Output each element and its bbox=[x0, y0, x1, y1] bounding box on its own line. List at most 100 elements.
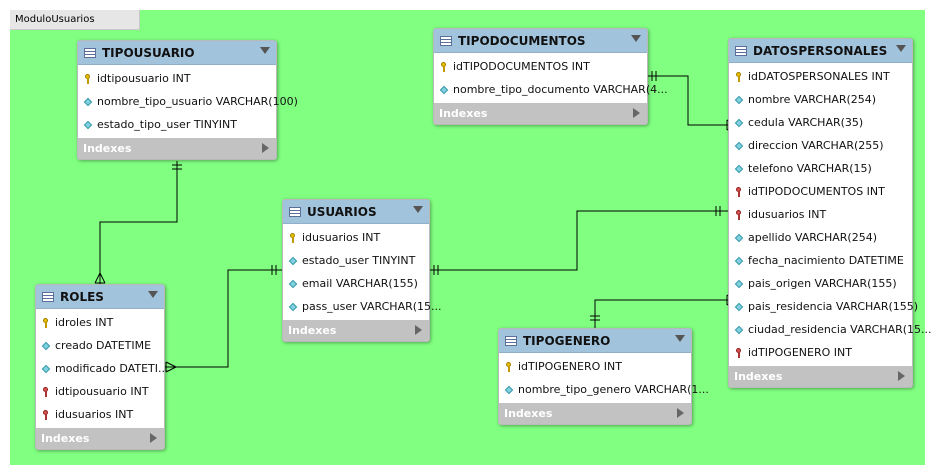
indexes-section[interactable]: Indexes bbox=[36, 428, 164, 449]
indexes-section[interactable]: Indexes bbox=[283, 320, 429, 341]
column-row[interactable]: cedula VARCHAR(35) bbox=[729, 111, 912, 134]
column-icon bbox=[734, 233, 744, 243]
column-row[interactable]: nombre_tipo_documento VARCHAR(4... bbox=[434, 78, 668, 101]
column-row[interactable]: pais_residencia VARCHAR(155) bbox=[729, 295, 918, 318]
column-label: cedula VARCHAR(35) bbox=[748, 116, 864, 129]
rel-tipousuario-roles[interactable] bbox=[99, 161, 178, 284]
column-row[interactable]: idTIPODOCUMENTOS INT bbox=[729, 180, 912, 203]
rel-tipogenero-datospersonales[interactable] bbox=[594, 299, 728, 328]
chevron-down-icon[interactable] bbox=[413, 206, 423, 213]
table-icon bbox=[289, 206, 301, 217]
column-label: nombre_tipo_documento VARCHAR(4... bbox=[453, 83, 668, 96]
column-row[interactable]: idtipousuario INT bbox=[78, 67, 276, 90]
foreign-key-icon bbox=[734, 186, 744, 197]
expand-arrow-icon[interactable] bbox=[415, 325, 422, 335]
column-row[interactable]: apellido VARCHAR(254) bbox=[729, 226, 912, 249]
column-icon bbox=[734, 325, 744, 335]
column-row[interactable]: idusuarios INT bbox=[283, 226, 429, 249]
column-row[interactable]: ciudad_residencia VARCHAR(15... bbox=[729, 318, 932, 341]
column-icon bbox=[734, 279, 744, 289]
column-label: ciudad_residencia VARCHAR(15... bbox=[748, 323, 932, 336]
crow-foot-mark[interactable] bbox=[165, 366, 177, 373]
column-row[interactable]: pais_origen VARCHAR(155) bbox=[729, 272, 912, 295]
column-row[interactable]: telefono VARCHAR(15) bbox=[729, 157, 912, 180]
column-row[interactable]: idTIPODOCUMENTOS INT bbox=[434, 55, 647, 78]
column-row[interactable]: direccion VARCHAR(255) bbox=[729, 134, 912, 157]
table-usuarios[interactable]: USUARIOS idusuarios INT estado_user TINYIN… bbox=[282, 199, 442, 342]
column-row[interactable]: idTIPOGENERO INT bbox=[499, 355, 691, 378]
table-header[interactable]: ROLES bbox=[36, 285, 164, 309]
column-row[interactable]: idusuarios INT bbox=[36, 403, 164, 426]
column-icon bbox=[734, 118, 744, 128]
expand-arrow-icon[interactable] bbox=[633, 108, 640, 118]
indexes-section[interactable]: Indexes bbox=[434, 103, 647, 124]
table-header[interactable]: DATOSPERSONALES bbox=[729, 39, 912, 63]
column-row[interactable]: pass_user VARCHAR(15... bbox=[283, 295, 442, 318]
column-row[interactable]: nombre_tipo_usuario VARCHAR(100) bbox=[78, 90, 298, 113]
column-row[interactable]: estado_tipo_user TINYINT bbox=[78, 113, 276, 136]
column-icon bbox=[734, 256, 744, 266]
column-label: idtipousuario INT bbox=[55, 385, 149, 398]
column-row[interactable]: email VARCHAR(155) bbox=[283, 272, 429, 295]
expand-arrow-icon[interactable] bbox=[262, 143, 269, 153]
column-list: idTIPOGENERO INT nombre_tipo_genero VARCH… bbox=[499, 353, 709, 403]
column-icon bbox=[734, 95, 744, 105]
column-row[interactable]: nombre VARCHAR(254) bbox=[729, 88, 912, 111]
table-header[interactable]: USUARIOS bbox=[283, 200, 429, 224]
column-label: idusuarios INT bbox=[55, 408, 134, 421]
rel-usuarios-datospersonales[interactable] bbox=[430, 210, 728, 271]
column-row[interactable]: idTIPOGENERO INT bbox=[729, 341, 912, 364]
column-row[interactable]: fecha_nacimiento DATETIME bbox=[729, 249, 912, 272]
table-tipogenero[interactable]: TIPOGENERO idTIPOGENERO INT nombre_tipo_ge… bbox=[498, 328, 709, 425]
column-label: idTIPOGENERO INT bbox=[518, 360, 622, 373]
rel-tipodocumentos-datospersonales[interactable] bbox=[648, 75, 728, 126]
column-row[interactable]: creado DATETIME bbox=[36, 334, 164, 357]
indexes-section[interactable]: Indexes bbox=[729, 366, 912, 387]
chevron-down-icon[interactable] bbox=[148, 291, 158, 298]
column-icon bbox=[288, 256, 298, 266]
column-list: idDATOSPERSONALES INT nombre VARCHAR(254)… bbox=[729, 63, 932, 366]
column-list: idusuarios INT estado_user TINYINT email V… bbox=[283, 224, 442, 320]
table-header[interactable]: TIPODOCUMENTOS bbox=[434, 29, 647, 53]
indexes-label: Indexes bbox=[288, 324, 337, 337]
indexes-section[interactable]: Indexes bbox=[78, 138, 276, 159]
expand-arrow-icon[interactable] bbox=[150, 433, 157, 443]
crow-foot-mark[interactable] bbox=[99, 272, 106, 284]
chevron-down-icon[interactable] bbox=[896, 45, 906, 52]
column-label: email VARCHAR(155) bbox=[302, 277, 418, 290]
column-row[interactable]: modificado DATETI... bbox=[36, 357, 168, 380]
rel-usuarios-roles[interactable] bbox=[165, 269, 282, 368]
column-label: idDATOSPERSONALES INT bbox=[748, 70, 890, 83]
chevron-down-icon[interactable] bbox=[675, 335, 685, 342]
diagram-tab[interactable]: ModuloUsuarios bbox=[10, 10, 140, 30]
expand-arrow-icon[interactable] bbox=[677, 408, 684, 418]
chevron-down-icon[interactable] bbox=[260, 47, 270, 54]
foreign-key-icon bbox=[734, 347, 744, 358]
indexes-label: Indexes bbox=[734, 370, 783, 383]
column-icon bbox=[288, 302, 298, 312]
chevron-down-icon[interactable] bbox=[631, 35, 641, 42]
table-header[interactable]: TIPOGENERO bbox=[499, 329, 691, 353]
indexes-section[interactable]: Indexes bbox=[499, 403, 691, 424]
column-row[interactable]: idusuarios INT bbox=[729, 203, 912, 226]
column-label: estado_tipo_user TINYINT bbox=[97, 118, 237, 131]
table-icon bbox=[84, 47, 96, 58]
column-row[interactable]: idtipousuario INT bbox=[36, 380, 164, 403]
column-row[interactable]: estado_user TINYINT bbox=[283, 249, 429, 272]
expand-arrow-icon[interactable] bbox=[898, 371, 905, 381]
crow-foot-mark[interactable] bbox=[94, 272, 101, 284]
column-icon bbox=[734, 302, 744, 312]
table-datospersonales[interactable]: DATOSPERSONALES idDATOSPERSONALES INT nomb… bbox=[728, 38, 932, 388]
column-label: idusuarios INT bbox=[302, 231, 381, 244]
column-label: nombre VARCHAR(254) bbox=[748, 93, 877, 106]
column-row[interactable]: nombre_tipo_genero VARCHAR(1... bbox=[499, 378, 709, 401]
table-title: TIPOGENERO bbox=[523, 333, 611, 348]
table-header[interactable]: TIPOUSUARIO bbox=[78, 41, 276, 65]
crow-foot-mark[interactable] bbox=[165, 361, 177, 368]
indexes-label: Indexes bbox=[504, 407, 553, 420]
column-row[interactable]: idroles INT bbox=[36, 311, 164, 334]
column-row[interactable]: idDATOSPERSONALES INT bbox=[729, 65, 912, 88]
